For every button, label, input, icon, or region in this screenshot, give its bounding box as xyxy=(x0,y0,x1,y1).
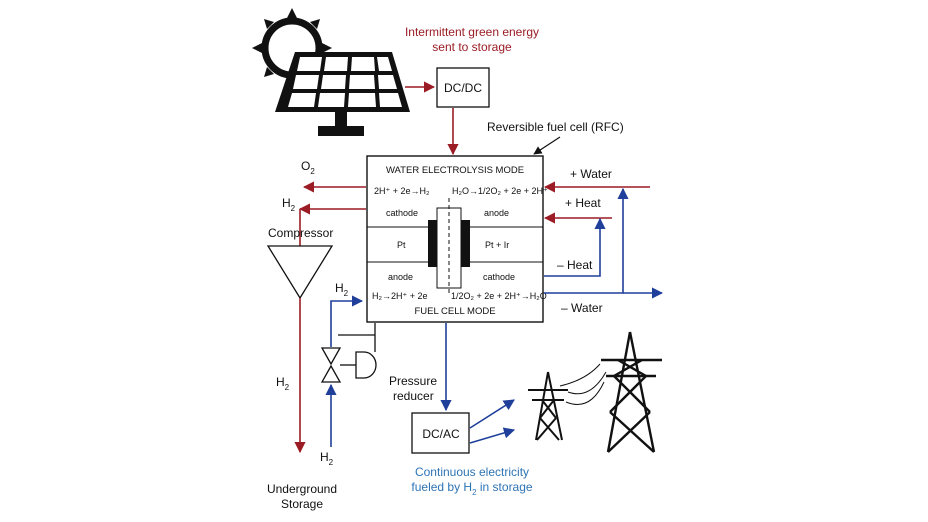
compressor-label: Compressor xyxy=(268,226,333,240)
h2-valve-label: H2 xyxy=(335,281,349,298)
pt-ir-label: Pt + Ir xyxy=(485,240,509,250)
h2-top-label: H2 xyxy=(282,196,296,213)
dcac-to-tower2-arrow xyxy=(469,427,516,444)
rxn-top-right: H₂O→1/2O₂ + 2e + 2H⁺ xyxy=(452,186,548,196)
dcac-label: DC/AC xyxy=(422,427,460,441)
cell-bottom-title: FUEL CELL MODE xyxy=(414,306,495,317)
minus-heat-label: – Heat xyxy=(557,258,593,272)
dcac-box xyxy=(411,412,470,454)
o2-label: O2 xyxy=(301,159,315,176)
rxn-top-left: 2H⁺ + 2e→H₂ xyxy=(374,186,430,196)
plus-water-label: + Water xyxy=(570,167,612,181)
small-power-tower-icon xyxy=(528,371,568,441)
pressure-valve-icon xyxy=(320,347,377,383)
dcdc-label: DC/DC xyxy=(444,81,482,95)
dcac-to-tower1-arrow xyxy=(469,399,515,429)
compressor-icon xyxy=(266,245,334,300)
cathode-bottom-label: cathode xyxy=(483,272,515,282)
rfc-pointer-arrow xyxy=(533,136,561,155)
large-power-tower-icon xyxy=(601,331,662,453)
h2-bottom-label: H2 xyxy=(320,450,334,467)
intermittent-energy-label-line2: sent to storage xyxy=(432,40,512,54)
plus-heat-label: + Heat xyxy=(565,196,601,210)
pt-label: Pt xyxy=(397,240,406,250)
pressure-reducer-line1: Pressure xyxy=(389,374,437,388)
underground-storage-line2: Storage xyxy=(281,497,323,511)
rfc-label: Reversible fuel cell (RFC) xyxy=(487,120,624,134)
cell-top-title: WATER ELECTROLYSIS MODE xyxy=(386,165,524,176)
solar-panel-icon xyxy=(275,52,410,136)
pressure-reducer-line2: reducer xyxy=(393,389,434,403)
minus-water-label: – Water xyxy=(561,301,603,315)
rxn-bottom-left: H₂→2H⁺ + 2e xyxy=(372,291,428,301)
electrode-left xyxy=(428,220,437,267)
anode-top-label: anode xyxy=(484,208,509,218)
h2-left-label: H2 xyxy=(276,375,290,392)
electrode-right xyxy=(461,220,470,267)
underground-storage-line1: Underground xyxy=(267,482,337,496)
dcdc-box xyxy=(436,67,490,108)
rxn-bottom-right: 1/2O₂ + 2e + 2H⁺→H₂O xyxy=(451,291,547,301)
continuous-electricity-line1: Continuous electricity xyxy=(415,465,529,479)
cathode-top-label: cathode xyxy=(386,208,418,218)
valve-to-h2-line xyxy=(330,295,364,347)
power-lines xyxy=(559,363,607,405)
anode-bottom-label: anode xyxy=(388,272,413,282)
intermittent-energy-label-line1: Intermittent green energy xyxy=(405,25,539,39)
continuous-electricity-line2: fueled by H2 in storage xyxy=(411,480,533,497)
heat-out-arrow xyxy=(544,217,606,277)
reversible-fuel-cell xyxy=(366,155,544,323)
